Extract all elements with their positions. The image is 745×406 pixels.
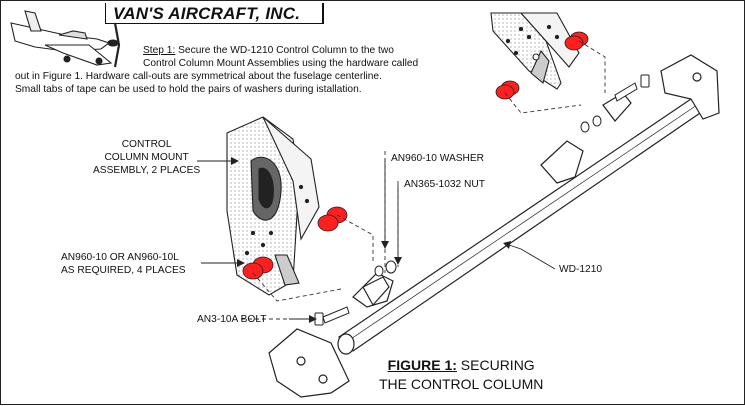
brand-title: VAN'S AIRCRAFT, INC. bbox=[113, 4, 301, 23]
callout-bolt: AN3-10A BOLT bbox=[197, 314, 267, 325]
washer-stack-highlight-lower bbox=[242, 206, 348, 280]
control-column-tube bbox=[268, 54, 720, 398]
callout-nut: AN365-1032 NUT bbox=[404, 179, 485, 190]
hardware bbox=[314, 74, 650, 326]
callout-mount-assembly: CONTROL COLUMN MOUNT ASSEMBLY, 2 PLACES bbox=[93, 138, 200, 177]
callout-washers: AN960-10 OR AN960-10L AS REQUIRED, 4 PLA… bbox=[61, 251, 186, 277]
mount-assembly-upper bbox=[490, 12, 580, 90]
leader-lines bbox=[197, 159, 556, 320]
callout-washers-line-1: AN960-10 OR AN960-10L bbox=[61, 252, 179, 263]
callout-control-column: WD-1210 bbox=[559, 264, 603, 275]
callout-mount-line-2: COLUMN MOUNT bbox=[104, 152, 189, 163]
figure-title-2: THE CONTROL COLUMN bbox=[379, 376, 544, 392]
figure-title-1: SECURING bbox=[460, 357, 535, 373]
step-text-1: Secure the WD-1210 Control Column to the… bbox=[178, 45, 394, 56]
step-instructions: Step 1: Secure the WD-1210 Control Colum… bbox=[15, 44, 465, 96]
step-line-2: Control Column Mount Assemblies using th… bbox=[143, 58, 419, 69]
callout-mount-line-3: ASSEMBLY, 2 PLACES bbox=[93, 165, 201, 176]
figure-label: FIGURE 1: bbox=[387, 357, 457, 373]
figure-caption: FIGURE 1: SECURING THE CONTROL COLUMN bbox=[379, 356, 543, 394]
leader-arrowheads bbox=[231, 157, 511, 323]
mount-assembly-lower bbox=[226, 116, 320, 296]
step-line-4: Small tabs of tape can be used to hold t… bbox=[15, 84, 362, 95]
callout-washers-line-2: AS REQUIRED, 4 PLACES bbox=[61, 265, 186, 276]
callout-mount-line-1: CONTROL bbox=[121, 139, 172, 150]
step-label: Step 1: bbox=[143, 45, 176, 56]
airplane-logo-icon bbox=[10, 10, 121, 68]
washer-stack-highlight-upper bbox=[495, 31, 589, 100]
step-line-3: out in Figure 1. Hardware call-outs are … bbox=[15, 71, 382, 82]
callout-washer-an960: AN960-10 WASHER bbox=[391, 153, 485, 164]
step-line-1: Step 1: Secure the WD-1210 Control Colum… bbox=[15, 44, 465, 57]
brand-frame bbox=[105, 3, 324, 24]
